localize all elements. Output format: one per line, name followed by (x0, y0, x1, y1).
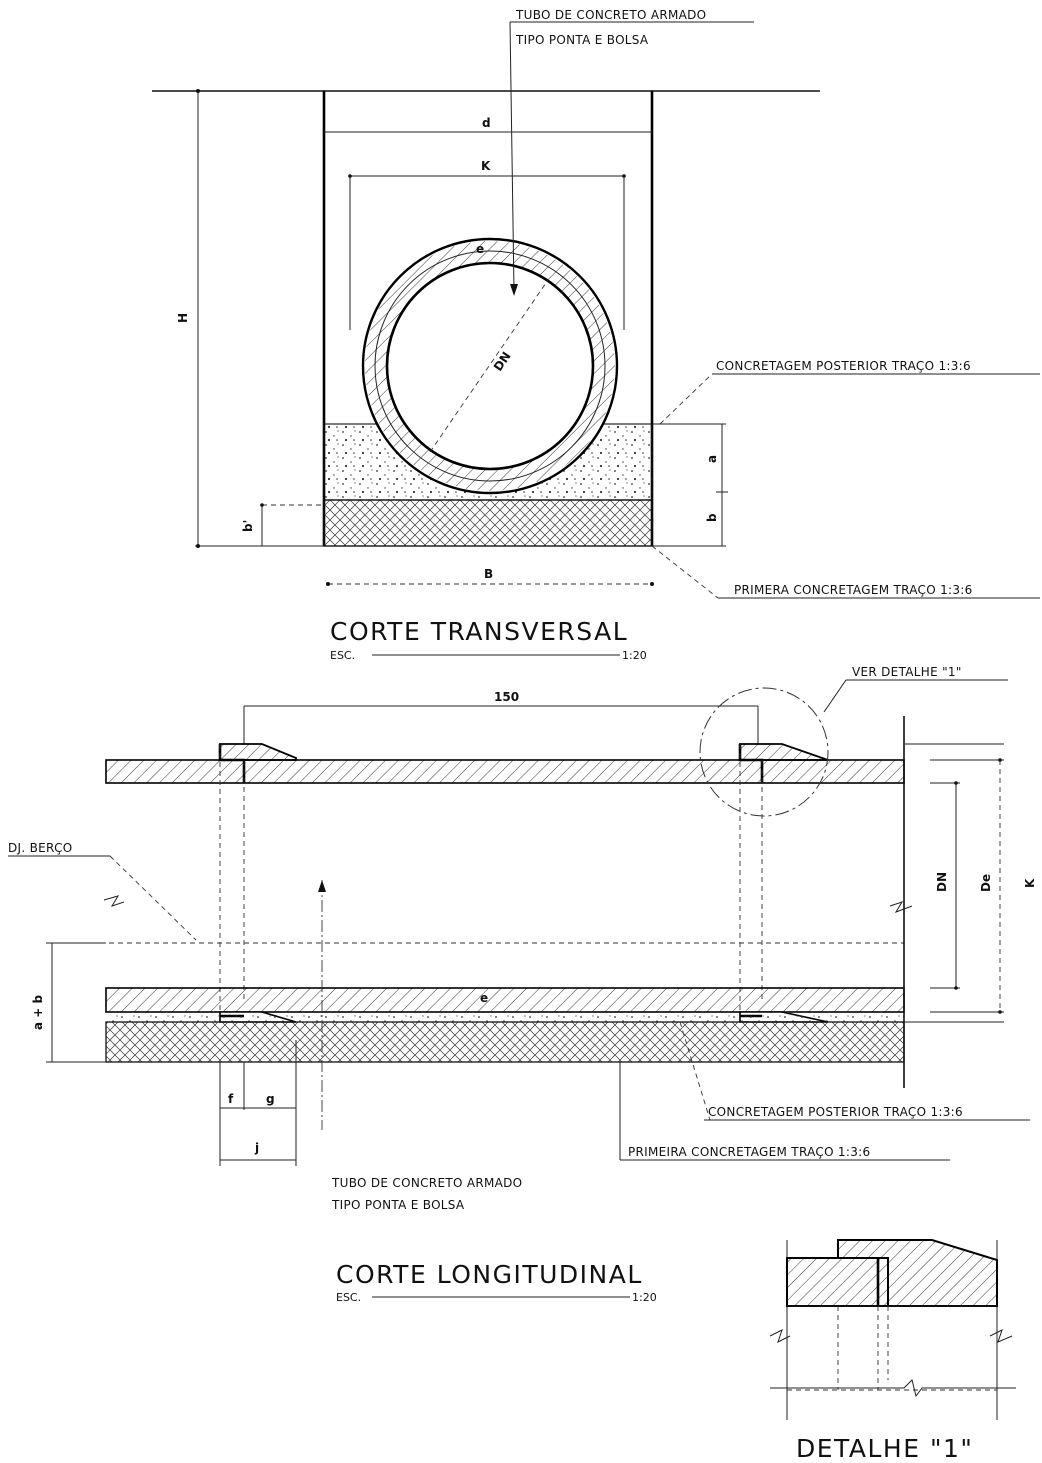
first-concrete-layer (323, 499, 653, 547)
break-line-right (889, 901, 913, 913)
posterior-concrete-long (106, 1012, 904, 1024)
detail-1-circle (699, 687, 829, 817)
dim-d: d (482, 116, 491, 130)
title-corte-transversal: CORTE TRANSVERSAL (330, 617, 628, 646)
callout-see-detail: VER DETALHE "1" (852, 665, 962, 679)
scale-prefix-longitudinal: ESC. (336, 1291, 361, 1304)
scale-value-longitudinal: 1:20 (632, 1291, 657, 1304)
scale-value-transversal: 1:20 (622, 649, 647, 662)
pipe-outer-line (374, 250, 606, 482)
pipe-bore (385, 261, 595, 471)
dim-b: b (705, 513, 719, 522)
dim-f: f (228, 1092, 234, 1106)
dim-a-plus-b: a + b (31, 994, 45, 1030)
first-concrete-long (105, 1021, 905, 1063)
dn-diameter-line (429, 279, 549, 453)
dim-dn-long: DN (935, 872, 949, 892)
break-line-left (103, 895, 125, 907)
pipe-callout-line1: TUBO DE CONCRETO ARMADO (515, 8, 706, 22)
dim-h: H (176, 313, 190, 323)
pipe-label-line1: TUBO DE CONCRETO ARMADO (331, 1176, 522, 1190)
pipe-callout-line2: TIPO PONTA E BOLSA (515, 33, 649, 47)
dim-150: 150 (494, 690, 519, 704)
dim-e-long: e (480, 991, 488, 1005)
callout-first-long: PRIMEIRA CONCRETAGEM TRAÇO 1:3:6 (628, 1145, 870, 1159)
callout-posterior-concrete: CONCRETAGEM POSTERIOR TRAÇO 1:3:6 (716, 359, 971, 373)
dim-j: j (254, 1141, 259, 1155)
top-bell-left (219, 743, 297, 761)
dim-a: a (705, 455, 719, 463)
dim-de-long: De (979, 874, 993, 892)
scale-prefix-transversal: ESC. (330, 649, 355, 662)
pipe-label-line2: TIPO PONTA E BOLSA (331, 1198, 465, 1212)
detail-spigot (786, 1257, 889, 1307)
detail-1: DETALHE "1" (769, 1239, 1016, 1463)
dim-g: g (266, 1092, 275, 1106)
callout-berco: DJ. BERÇO (8, 841, 73, 855)
transversal-section: DN e d K H b' a b B (152, 8, 1040, 662)
top-pipe-wall (105, 759, 905, 784)
dim-e-top: e (476, 242, 484, 256)
longitudinal-section: 150 a + b (8, 665, 1037, 1304)
bottom-pipe-wall (105, 987, 905, 1013)
callout-posterior-long: CONCRETAGEM POSTERIOR TRAÇO 1:3:6 (708, 1105, 963, 1119)
callout-first-concrete: PRIMERA CONCRETAGEM TRAÇO 1:3:6 (734, 583, 973, 597)
dim-b-width: B (484, 567, 493, 581)
dim-b-prime: b' (241, 520, 255, 532)
title-corte-longitudinal: CORTE LONGITUDINAL (336, 1260, 643, 1289)
dim-k: K (481, 159, 491, 173)
dim-k-long: K (1023, 878, 1037, 888)
top-bell-right (739, 743, 829, 761)
title-detail-1: DETALHE "1" (796, 1434, 973, 1463)
